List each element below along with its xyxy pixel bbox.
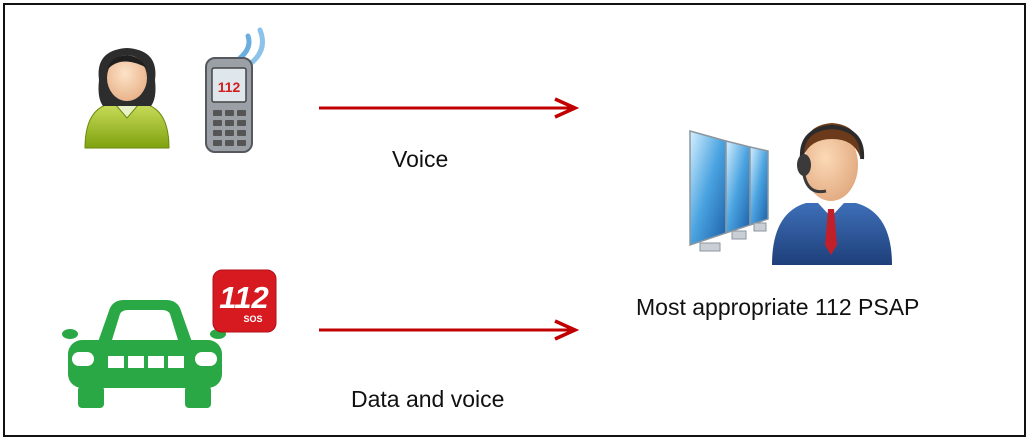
- woman-avatar-icon: [81, 40, 173, 150]
- data-and-voice-arrow: [319, 319, 580, 341]
- car-icon: [62, 290, 227, 420]
- badge-sos-text: SOS: [243, 314, 262, 324]
- 112-sos-badge-icon: 112 SOS: [212, 269, 277, 333]
- voice-arrow: [319, 97, 580, 119]
- operator-with-monitors-icon: [686, 113, 896, 265]
- psap-label: Most appropriate 112 PSAP: [636, 294, 920, 320]
- badge-112-text: 112: [219, 280, 268, 315]
- voice-label: Voice: [392, 146, 449, 172]
- data-and-voice-label: Data and voice: [351, 386, 505, 412]
- phone-screen-text: 112: [218, 79, 241, 95]
- diagram-frame: 112 Voice: [3, 3, 1026, 437]
- mobile-phone-icon: 112: [198, 27, 278, 156]
